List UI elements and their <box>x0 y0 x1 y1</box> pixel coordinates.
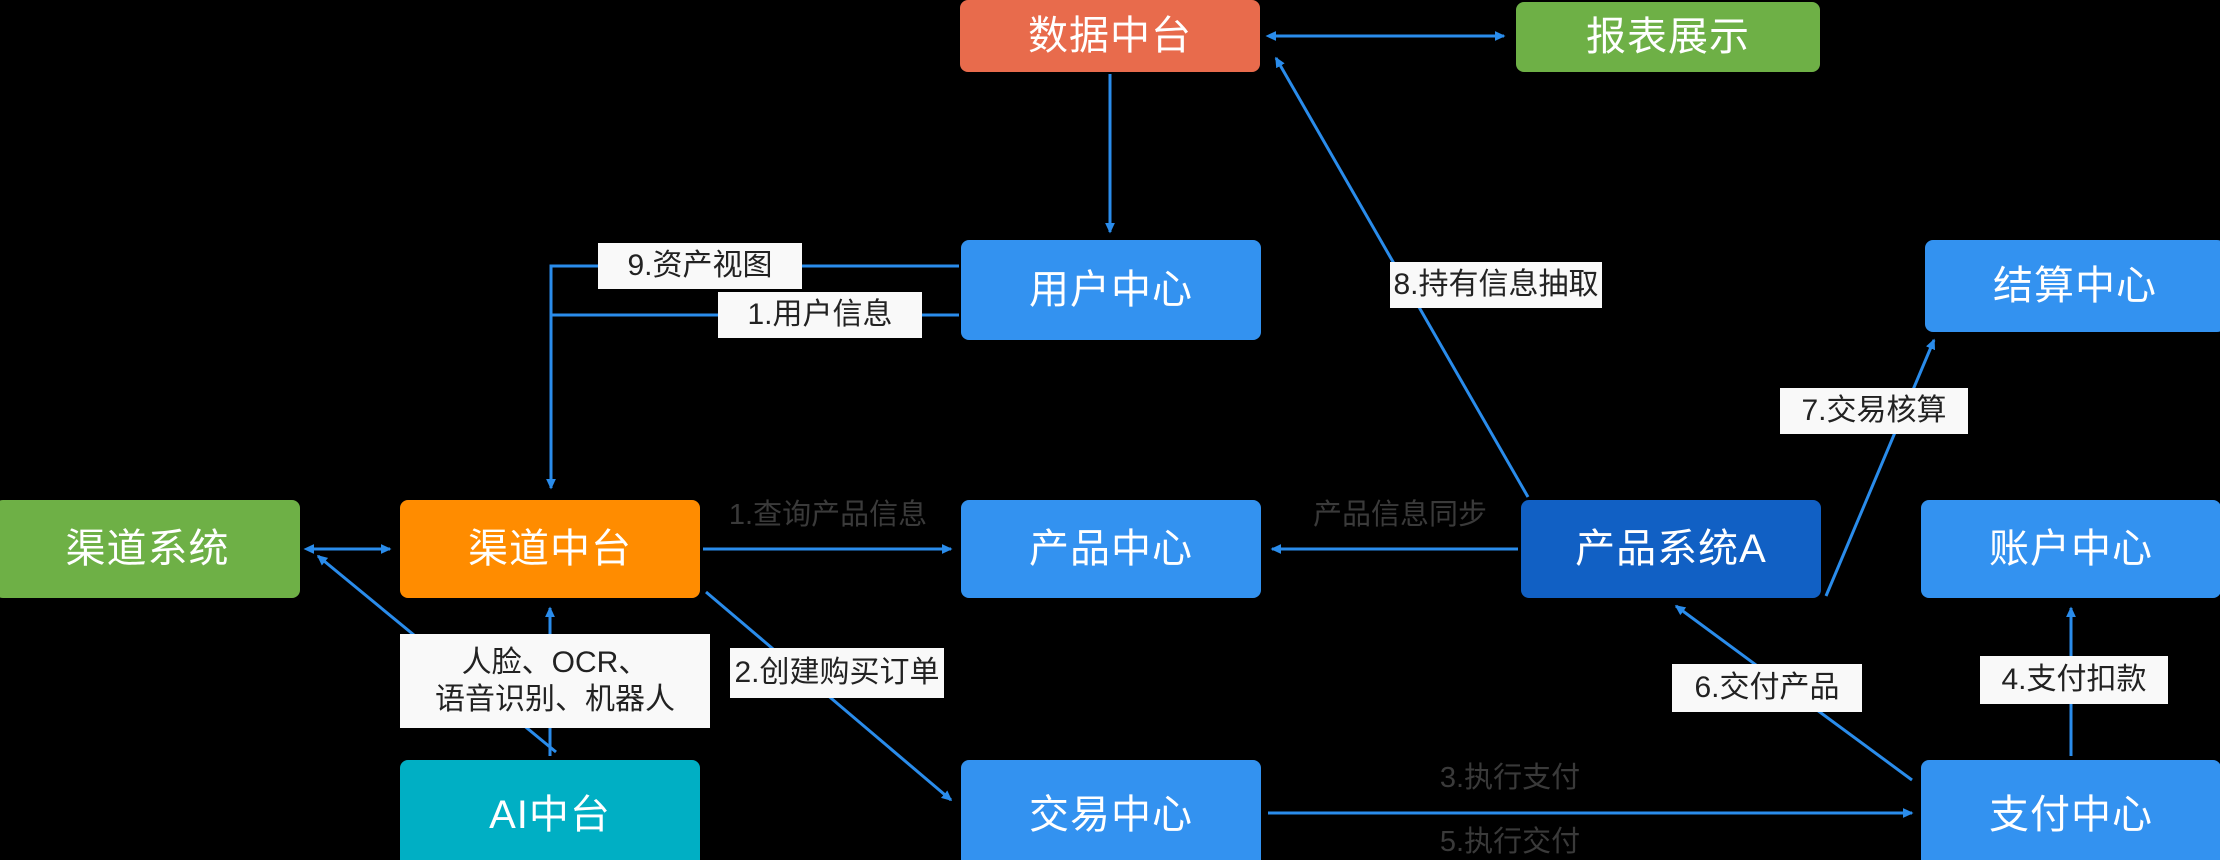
node-settlement-center[interactable]: 结算中心 <box>1925 240 2220 332</box>
node-label: AI中台 <box>489 793 611 837</box>
edge-label-text: 3.执行支付 <box>1439 761 1581 794</box>
edge-label-text: 7.交易核算 <box>1801 394 1947 428</box>
node-account-center[interactable]: 账户中心 <box>1921 500 2220 598</box>
edge-label-user-info: 1.用户信息 <box>718 292 922 338</box>
node-label: 渠道中台 <box>468 527 632 571</box>
node-product-system-a[interactable]: 产品系统A <box>1521 500 1821 598</box>
edge-label-text: 1.用户信息 <box>747 298 893 332</box>
node-label: 产品系统A <box>1575 527 1767 571</box>
node-label: 账户中心 <box>1989 527 2153 571</box>
node-label: 交易中心 <box>1029 793 1193 837</box>
edge-label-product-sync: 产品信息同步 <box>1305 495 1495 535</box>
edge-label-text: 9.资产视图 <box>627 249 773 283</box>
node-payment-center[interactable]: 支付中心 <box>1921 760 2220 860</box>
node-label: 产品中心 <box>1029 527 1193 571</box>
edge-label-trade-account: 7.交易核算 <box>1780 388 1968 434</box>
node-label: 支付中心 <box>1989 793 2153 837</box>
edge-label-text-line2: 语音识别、机器人 <box>435 683 675 716</box>
edge-label-text: 1.查询产品信息 <box>728 498 928 531</box>
node-channel-platform[interactable]: 渠道中台 <box>400 500 700 598</box>
edge-label-text: 2.创建购买订单 <box>734 656 940 690</box>
node-label: 渠道系统 <box>65 527 230 571</box>
edge-label-text: 8.持有信息抽取 <box>1393 268 1599 302</box>
edge-label-text: 产品信息同步 <box>1312 498 1487 531</box>
node-channel-system[interactable]: 渠道系统 <box>0 500 300 598</box>
edge-label-text: 5.执行交付 <box>1439 825 1581 858</box>
node-label: 用户中心 <box>1029 268 1193 312</box>
node-user-center[interactable]: 用户中心 <box>961 240 1261 340</box>
edge-label-holding-extract: 8.持有信息抽取 <box>1390 262 1602 308</box>
node-report-display[interactable]: 报表展示 <box>1516 2 1820 72</box>
node-label: 结算中心 <box>1993 264 2157 308</box>
edge-label-execute-deliver: 5.执行交付 <box>1430 822 1590 860</box>
edge-label-query-product: 1.查询产品信息 <box>728 495 928 535</box>
node-ai-platform[interactable]: AI中台 <box>400 760 700 860</box>
edge-label-pay-deduct: 4.支付扣款 <box>1980 656 2168 704</box>
node-data-platform[interactable]: 数据中台 <box>960 0 1260 72</box>
edge-label-ai-capability: 人脸、OCR、 语音识别、机器人 <box>400 634 710 728</box>
edge-label-text-line1: 人脸、OCR、 <box>461 645 649 679</box>
edge-product-system-to-settle <box>1824 338 1936 597</box>
edge-label-text: 6.交付产品 <box>1694 671 1840 705</box>
edge-label-text: 4.支付扣款 <box>2001 663 2147 697</box>
edge-label-create-order: 2.创建购买订单 <box>730 648 944 698</box>
node-trade-center[interactable]: 交易中心 <box>961 760 1261 860</box>
node-product-center[interactable]: 产品中心 <box>961 500 1261 598</box>
edge-label-asset-view: 9.资产视图 <box>598 243 802 289</box>
edge-label-execute-pay: 3.执行支付 <box>1430 758 1590 798</box>
node-label: 数据中台 <box>1028 14 1192 58</box>
node-label: 报表展示 <box>1586 15 1750 59</box>
edge-label-deliver-product: 6.交付产品 <box>1672 664 1862 712</box>
